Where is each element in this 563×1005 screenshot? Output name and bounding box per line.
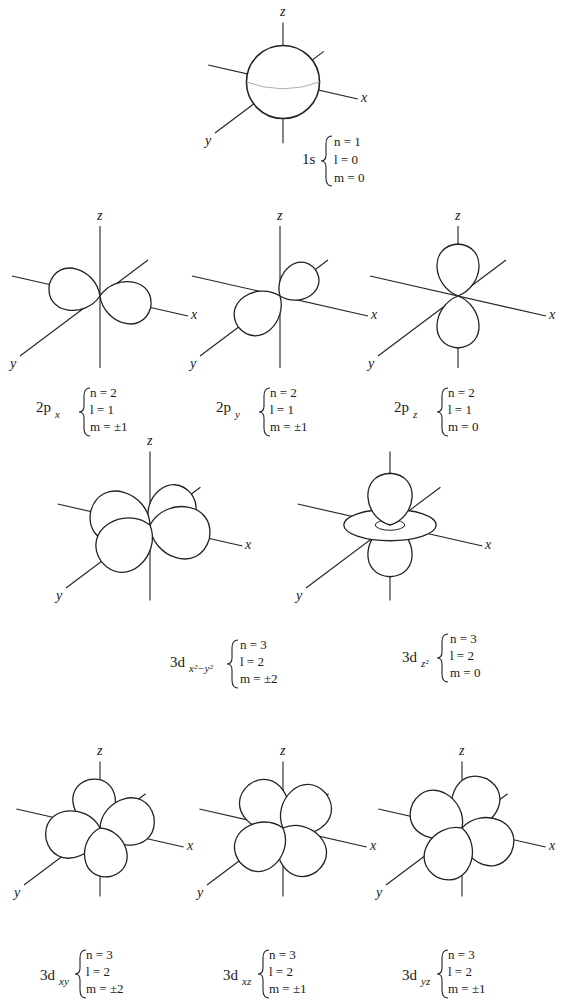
quantum-number: l = 2 xyxy=(269,965,293,978)
quantum-number: l = 2 xyxy=(86,965,110,978)
axis-label: z xyxy=(459,744,464,758)
orbital-subscript: x²−y² xyxy=(189,663,213,674)
quantum-number: m = ±1 xyxy=(90,420,128,433)
quantum-number: m = 0 xyxy=(450,666,480,679)
quantum-number: m = ±1 xyxy=(270,420,308,433)
quantum-number: l = 1 xyxy=(270,403,294,416)
quantum-number: m = ±2 xyxy=(240,672,278,685)
orbital-name: 1s xyxy=(302,152,315,167)
axis-label: y xyxy=(56,589,62,603)
quantum-number: n = 2 xyxy=(448,386,475,399)
axis-label: x xyxy=(245,538,251,552)
axis-label: y xyxy=(10,357,16,371)
orbital-subscript: z xyxy=(413,409,417,420)
axis-label: z xyxy=(97,744,102,758)
quantum-number: n = 3 xyxy=(269,948,296,961)
quantum-number: m = ±1 xyxy=(448,982,486,995)
axis-label: y xyxy=(376,886,382,900)
quantum-number: m = 0 xyxy=(334,171,364,184)
quantum-number: m = ±1 xyxy=(269,982,307,995)
axis-label: x xyxy=(191,308,197,322)
quantum-number: n = 3 xyxy=(86,948,113,961)
axis-label: x xyxy=(485,538,491,552)
orbital-subscript: x xyxy=(55,409,60,420)
quantum-number: m = 0 xyxy=(448,420,478,433)
quantum-number: n = 2 xyxy=(270,386,297,399)
quantum-number: m = ±2 xyxy=(86,982,124,995)
axis-label: z xyxy=(97,209,102,223)
quantum-number: n = 2 xyxy=(90,386,117,399)
quantum-number: l = 1 xyxy=(90,403,114,416)
orbital-subscript: z² xyxy=(421,658,429,669)
axis-label: y xyxy=(197,886,203,900)
orbital-name: 3d xyxy=(40,968,55,983)
orbital-subscript: xz xyxy=(242,976,251,987)
quantum-number: l = 2 xyxy=(240,655,264,668)
orbital-subscript: xy xyxy=(59,976,69,987)
quantum-number: n = 3 xyxy=(450,632,477,645)
axis-label: z xyxy=(280,744,285,758)
orbital-name: 3d xyxy=(170,655,185,670)
orbital-subscript: yz xyxy=(421,976,430,987)
orbital-name: 2p xyxy=(216,400,231,415)
axis-label: y xyxy=(190,357,196,371)
quantum-number: n = 3 xyxy=(240,638,267,651)
orbital-name: 3d xyxy=(223,968,238,983)
axis-label: x xyxy=(187,839,193,853)
quantum-number: n = 3 xyxy=(448,948,475,961)
axis-label: x xyxy=(549,839,555,853)
orbital-name: 3d xyxy=(402,650,417,665)
axis-label: x xyxy=(361,91,367,105)
axis-label: z xyxy=(280,5,285,19)
quantum-number: n = 1 xyxy=(334,135,361,148)
orbital-name: 2p xyxy=(394,400,409,415)
quantum-number: l = 2 xyxy=(450,649,474,662)
axis-label: y xyxy=(296,589,302,603)
axis-label: x xyxy=(370,839,376,853)
quantum-number: l = 2 xyxy=(448,965,472,978)
quantum-number: l = 0 xyxy=(334,153,358,166)
orbital-subscript: y xyxy=(235,409,240,420)
quantum-number: l = 1 xyxy=(448,403,472,416)
axis-label: y xyxy=(205,134,211,148)
axis-label: z xyxy=(147,434,152,448)
axis-label: y xyxy=(14,886,20,900)
orbital-name: 2p xyxy=(36,400,51,415)
orbital-name: 3d xyxy=(402,968,417,983)
axis-label: z xyxy=(455,209,460,223)
axis-label: x xyxy=(371,308,377,322)
axis-label: z xyxy=(277,209,282,223)
axis-label: x xyxy=(549,308,555,322)
axis-label: y xyxy=(368,357,374,371)
